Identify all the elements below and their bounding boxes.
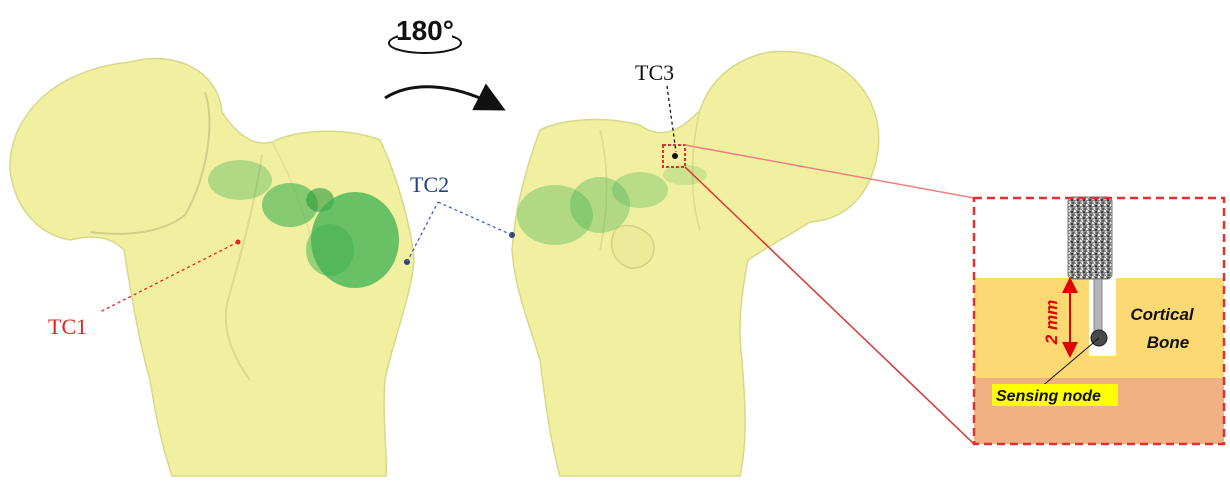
tc1-label: TC1 — [48, 314, 87, 339]
rotation-label: 180° — [396, 15, 454, 46]
right-femur — [512, 51, 879, 476]
tc2-label: TC2 — [410, 172, 449, 197]
rotation-indicator: 180° — [385, 12, 495, 105]
cortical-label-line2: Bone — [1147, 333, 1190, 352]
tc3-label: TC3 — [635, 60, 674, 85]
probe-shaft — [1094, 279, 1102, 335]
left-femur — [10, 59, 414, 476]
dimension-label: 2 mm — [1042, 300, 1061, 345]
right-femur-body — [512, 51, 879, 476]
probe-housing — [1068, 197, 1112, 279]
tc2-marker: TC2 — [404, 172, 515, 265]
rotation-arrow — [385, 87, 495, 105]
inset-detail: 2 mm Cortical Bone Sensing node — [974, 197, 1224, 444]
sensing-node-label: Sensing node — [996, 388, 1101, 405]
cortical-label-line1: Cortical — [1130, 305, 1195, 324]
